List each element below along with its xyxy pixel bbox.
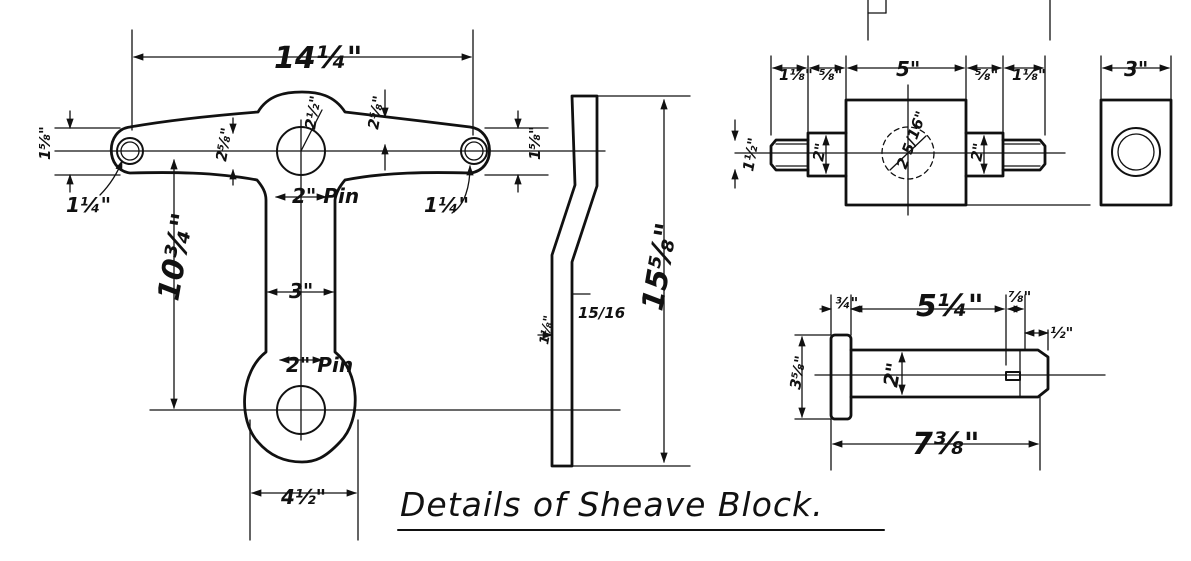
body-length-label: 5" <box>896 57 920 81</box>
end-height-left-label: 1⅝" <box>36 126 54 160</box>
left-journal <box>769 138 810 172</box>
end-view-outer-ring <box>1111 127 1161 177</box>
drawing-title: Details of Sheave Block. <box>400 485 824 524</box>
slot-width-label: ⅞" <box>1008 288 1031 306</box>
neck-right-label: 2" <box>967 142 988 163</box>
right-collar-label: 1⅛" <box>1012 66 1046 84</box>
pin-detail-view: ¾" 5¼" ⅞" ½" 3⅝" 2" 7⅜" <box>786 288 1106 471</box>
arm-depth-top-label: 2⅝" <box>364 94 388 130</box>
shank-length-label: 5¼" <box>916 289 984 324</box>
head-diameter-label: 3⅝" <box>786 354 810 390</box>
hub-radius-line <box>300 109 323 152</box>
overall-width-label: 14¼" <box>274 41 362 76</box>
stem-width-label: 3" <box>289 279 313 303</box>
end-hole-right-leader <box>451 164 474 214</box>
overall-length-label: 7⅜" <box>912 427 980 462</box>
bottom-width-label: 4½" <box>280 485 326 509</box>
block-end-view <box>1099 98 1173 207</box>
arm-front-view: 14¼" 1⅝" 1⅝" 1¼" 1¼" 2½" <box>36 29 621 541</box>
title-block: Details of Sheave Block. <box>397 485 885 531</box>
lower-pin-label: 2" Pin <box>286 353 353 377</box>
shank-diameter-label: 2" <box>878 361 906 389</box>
right-neck <box>964 131 1005 178</box>
side-thickness-b-label: 1⅛" <box>537 314 557 345</box>
arm-depth-left-label: 2⅝" <box>212 126 236 162</box>
right-journal <box>1001 138 1047 172</box>
left-collar-label: 1⅛" <box>779 66 813 84</box>
neck-left-label: 2" <box>809 142 830 163</box>
pin-shank <box>849 348 1050 399</box>
end-hole-left-leader <box>99 160 123 196</box>
end-width-label: 3" <box>1124 57 1148 81</box>
tip-length-label: ½" <box>1050 324 1073 342</box>
left-neck <box>806 131 848 178</box>
bore-dimline <box>889 135 927 171</box>
arm-outline <box>109 90 491 464</box>
journal-left-label: 1½" <box>739 136 763 172</box>
end-view-inner-ring <box>1117 133 1155 171</box>
bore-label: 2 5/16" <box>893 109 931 172</box>
upper-pin-label: 2" Pin <box>292 184 359 208</box>
sheave-block-view: 1⅛" ⅝" 5" ⅝" 1⅛" 1½" 2" 2 5/16" <box>731 0 1173 216</box>
pin-slot <box>1005 371 1021 381</box>
left-shoulder-label: ⅝" <box>819 66 842 84</box>
end-hole-right-label: 1¼" <box>424 193 469 217</box>
pin-head <box>829 333 853 421</box>
end-hole-left-label: 1¼" <box>66 193 111 217</box>
stem-length-label: 10¾" <box>151 210 201 303</box>
end-height-right-label: 1⅝" <box>526 126 544 160</box>
side-thickness-a-label: 15/16 <box>578 304 625 322</box>
hub-radius-label: 2½" <box>301 94 325 130</box>
right-shoulder-label: ⅝" <box>975 66 998 84</box>
side-height-label: 15⅝" <box>635 220 685 313</box>
